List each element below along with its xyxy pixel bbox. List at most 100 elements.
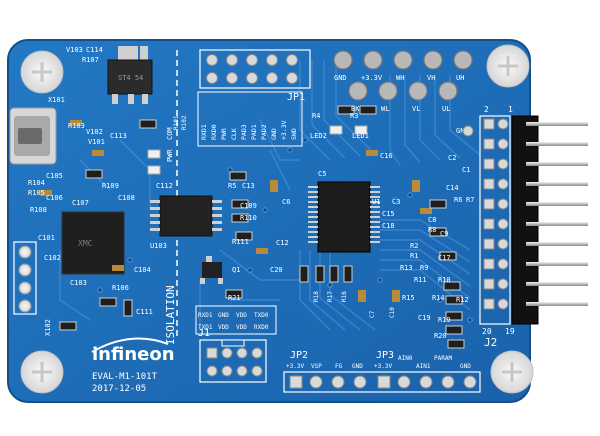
ref-c14: C14 xyxy=(446,184,459,192)
ref-c104: C104 xyxy=(134,266,151,274)
ref-c15: C15 xyxy=(382,210,395,218)
ref-r12: R12 xyxy=(456,296,469,304)
jp2-pin-labels: +3.3V VSP FG GND xyxy=(286,363,363,370)
jp3-pin-ain0: AIN0 xyxy=(398,355,413,362)
ref-c107: C107 xyxy=(72,199,89,207)
ref-r8: R8 xyxy=(428,226,436,234)
ref-u1: U1 xyxy=(372,198,380,206)
jp2-pin-gnd: GND xyxy=(352,363,363,370)
ref-r106: R106 xyxy=(112,284,129,292)
led-com-label: COM xyxy=(166,127,174,140)
jp1-pin-8: GND xyxy=(270,128,278,140)
ref-r7: R7 xyxy=(466,196,474,204)
jp1-label: JP1 xyxy=(287,92,305,103)
motor-pin-ul: UL xyxy=(442,105,450,113)
smd-passives xyxy=(40,105,465,349)
usb-connector xyxy=(9,107,57,165)
j2-pad xyxy=(497,198,509,210)
ref-r109: R109 xyxy=(102,182,119,190)
j2-pin2-label: 2 xyxy=(484,105,489,114)
ref-c113: C113 xyxy=(110,132,127,140)
motor-pin-gnd: GND xyxy=(334,74,347,82)
ref-c8: C8 xyxy=(428,216,436,224)
ref-c9: C9 xyxy=(440,230,448,238)
jp3-pin-labels: +3.3V AIN0 AIN1 PARAM GND xyxy=(374,355,471,370)
corner-standoffs xyxy=(20,44,534,394)
ref-c108: C108 xyxy=(118,194,135,202)
ref-r103: R103 xyxy=(68,122,85,130)
jp3-pin-3v3: +3.3V xyxy=(374,363,392,370)
j1-pin-txd1: TXD1 xyxy=(198,324,213,331)
ref-q1: Q1 xyxy=(232,266,240,274)
ref-r18: R18 xyxy=(313,291,320,302)
ref-c13: C13 xyxy=(242,182,255,190)
j2-pad xyxy=(483,258,495,270)
led1-label: LED1 xyxy=(352,132,369,140)
j2-pins xyxy=(483,118,588,310)
regulator-marking: ST4 54 xyxy=(118,74,143,82)
ref-u103: U103 xyxy=(150,242,167,250)
jp1-pin-1: RXD1 xyxy=(200,124,208,140)
ref-c3: C3 xyxy=(392,198,400,206)
j2-pad xyxy=(483,138,495,150)
ref-r6: R6 xyxy=(454,196,462,204)
jp3-label: JP3 xyxy=(376,350,394,361)
transistor-q1 xyxy=(200,256,223,284)
ref-r2: R2 xyxy=(410,242,418,250)
ref-c106: C106 xyxy=(46,194,63,202)
ref-c17: C17 xyxy=(438,254,451,262)
ref-c101: C101 xyxy=(38,234,55,242)
j2-pad xyxy=(497,118,509,130)
board-model: EVAL-M1-101T xyxy=(92,372,158,382)
jp2-jp3-header xyxy=(283,371,481,393)
j2-pad xyxy=(497,138,509,150)
ref-c109: C109 xyxy=(240,202,257,210)
j2-pad xyxy=(497,218,509,230)
gnd-testpoint xyxy=(462,125,474,137)
j2-gnd-label: GND xyxy=(456,127,469,135)
ref-r17: R17 xyxy=(327,291,334,302)
ref-r104: R104 xyxy=(28,179,45,187)
j2-connector xyxy=(479,115,588,325)
j2-pad xyxy=(483,238,495,250)
ref-r108: R108 xyxy=(30,206,47,214)
ref-c105: C105 xyxy=(46,172,63,180)
ref-c5: C5 xyxy=(318,170,326,178)
isolator-chip xyxy=(150,195,222,237)
j2-pad xyxy=(483,298,495,310)
j2-pad xyxy=(483,158,495,170)
j2-pin xyxy=(526,122,588,126)
motor-pin-labels-top: GND +3.3V WH VH UH xyxy=(334,74,464,82)
ref-c102: C102 xyxy=(44,254,61,262)
ref-r20: R20 xyxy=(434,332,447,340)
ref-c1: C1 xyxy=(462,166,470,174)
motor-pin-vh: VH xyxy=(427,74,435,82)
jp1-pin-labels: RXD1 RXD0 PWR CLK PAD3 PAD1 PAD2 GND +3.… xyxy=(197,91,303,147)
ref-r13: R13 xyxy=(400,264,413,272)
power-regulator-chip: ST4 54 xyxy=(107,46,153,104)
j2-pin xyxy=(526,162,588,166)
motor-pin-labels-bottom: BK WL VL UL xyxy=(351,105,450,113)
isolation-label: ISOLATION xyxy=(164,285,177,345)
ref-x101: X101 xyxy=(48,96,65,104)
j1-pin-labels: RXD1 GND VDD TXD0 TXD1 VDD VDD RXD0 xyxy=(195,305,277,335)
j2-pin xyxy=(526,262,588,266)
jp3-pin-gnd: GND xyxy=(460,363,471,370)
board-date: 2017-12-05 xyxy=(92,384,146,394)
j2-pad xyxy=(497,298,509,310)
ref-r21: R21 xyxy=(228,294,241,302)
motor-signal-pins xyxy=(333,50,473,101)
jp1-pin-7: PAD2 xyxy=(260,124,268,140)
ref-c6: C6 xyxy=(282,198,290,206)
j1-pin-txd0: TXD0 xyxy=(254,312,269,319)
ref-c20: C20 xyxy=(270,266,283,274)
jp2-pin-vsp: VSP xyxy=(311,363,322,370)
ref-v101: V101 xyxy=(88,138,105,146)
ref-r5: R5 xyxy=(228,182,236,190)
left-mcu-marking: XMC xyxy=(78,239,93,248)
j1-header xyxy=(199,339,267,383)
ref-c18: C18 xyxy=(382,222,395,230)
ref-c114: C114 xyxy=(86,46,103,54)
ref-x102: X102 xyxy=(44,319,52,336)
ref-c12: C12 xyxy=(276,239,289,247)
